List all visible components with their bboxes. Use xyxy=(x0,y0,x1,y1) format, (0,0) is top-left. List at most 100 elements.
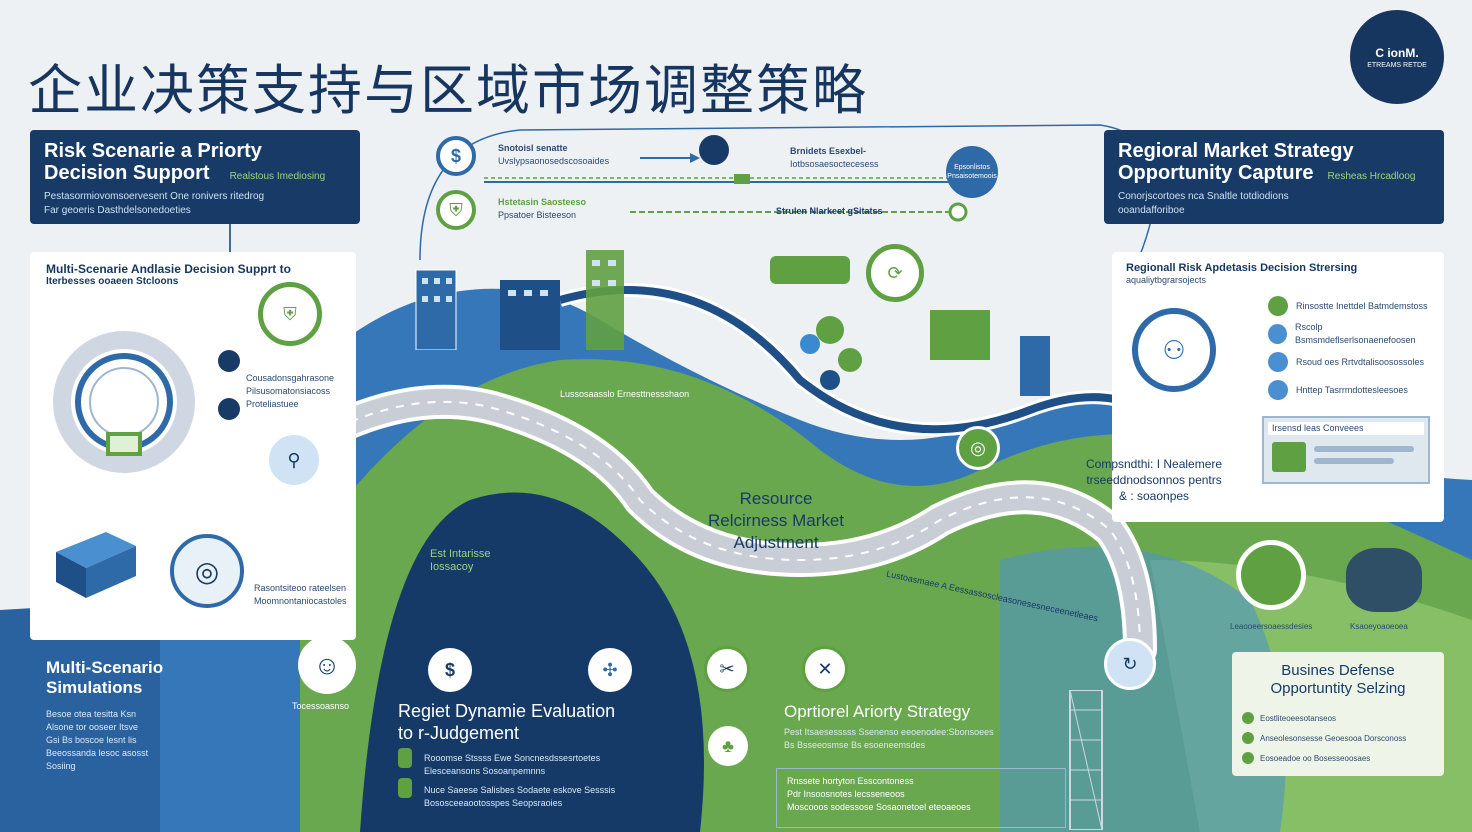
scissors-icon[interactable]: ✂ xyxy=(704,646,750,692)
left-card-note-3: Proteliastuee xyxy=(246,399,299,409)
left-card-note-1: Cousadonsgahrasone xyxy=(246,373,335,383)
pill-note: Leaooeersoaessdesies xyxy=(1230,622,1313,631)
dot-node-1 xyxy=(218,350,240,372)
green-bullet-1 xyxy=(398,748,412,768)
bullet-blue-icon xyxy=(1268,380,1288,400)
bullet-blue-icon xyxy=(1268,324,1287,344)
green-pill-icon xyxy=(770,256,850,284)
defense-title-1: Busines Defense xyxy=(1281,662,1395,679)
regional-box-body-1: Conorjscortoes nca Snaltle totdiodions xyxy=(1118,191,1289,202)
compound-label-3: & : soaonpes xyxy=(1119,489,1190,503)
dynamic-eval-section: Regiet Dynamie Evaluation to r-Judgement… xyxy=(398,700,698,810)
regional-box-subtitle: Resheas Hrcadloog xyxy=(1327,171,1416,182)
logo-subtext: ETREAMS RETDE xyxy=(1367,61,1427,69)
simulations-body-3: Gsi Bs boscoe lesnt lis xyxy=(46,735,137,745)
flow-label-1b: Uvslypsaonosedscosoaides xyxy=(498,156,610,166)
plant-icon: ♣ xyxy=(708,726,748,766)
flow-label-2a: Brnidets Esexbel- xyxy=(790,146,867,156)
tool-icon[interactable]: ✕ xyxy=(802,646,848,692)
dynamic-eval-line-1: Rooomse Stssss Ewe Soncnesdssesrtoetes xyxy=(424,753,601,763)
left-card-title-1: Multi-Scenarie Andlasie Decision Supprt … xyxy=(46,262,291,276)
world-globe-icon: ◎ xyxy=(170,534,244,608)
risk-scenario-box: Risk Scenarie a Priorty Decision Support… xyxy=(30,130,360,224)
priority-strategy-title: Oprtiorel Ariorty Strategy xyxy=(784,702,971,721)
right-card-title-1: Regionall Risk Apdetasis Decision Strers… xyxy=(1126,262,1358,274)
priority-subpanel: Rnssete hortyton Esscontoness Pdr Insoos… xyxy=(776,768,1066,828)
defense-item-2: Anseolesonsesse Geoesooa Dorsconoss xyxy=(1260,733,1407,743)
list-bullet-icon xyxy=(1242,732,1254,744)
logo-text: C ionM. xyxy=(1375,45,1419,60)
priority-line-1: Pest Itsaesesssss Ssenenso eeoenodee:Sbo… xyxy=(784,727,994,737)
search-node-icon[interactable]: ⚲ xyxy=(266,432,322,488)
target-node-icon[interactable]: ◎ xyxy=(956,426,1000,470)
business-defense-card: Busines Defense Opportuntity Selzing Eos… xyxy=(1232,652,1444,776)
flow-label-4: Strulen Nlarkeet gSitatss xyxy=(776,206,883,216)
flow-label-2b: Iotbsosaesoctecesess xyxy=(790,159,879,169)
regional-box-title-1: Regioral Market Strategy xyxy=(1118,140,1354,162)
screen-panel-label: Irsensd leas Conveees xyxy=(1268,422,1424,435)
resource-label-3: Adjustment xyxy=(733,533,819,552)
compound-label-1: Compsndthi: I Nealemere xyxy=(1086,457,1223,471)
cost-label-2: Iossacoy xyxy=(430,561,474,573)
simulations-title-2: Simulations xyxy=(46,678,143,697)
priority-strategy-section: Oprtiorel Ariorty Strategy Pest Itsaeses… xyxy=(784,702,1074,752)
pie-chart-icon xyxy=(1236,540,1306,610)
risk-box-title-2: Decision Support xyxy=(44,162,210,184)
regional-box-title-2: Opportunity Capture xyxy=(1118,162,1314,184)
avatar-note: Tocessoasnso xyxy=(292,701,350,711)
right-card-title-2: aqualiytbgrarsojects xyxy=(1126,275,1207,285)
right-card-item-2: Rscolp Bsmsmdeflserlsonaenefoosen xyxy=(1295,322,1416,345)
green-bullet-2 xyxy=(398,778,412,798)
dollar-icon[interactable]: $ xyxy=(436,136,476,176)
server-stack-icon xyxy=(56,532,136,598)
screen-panel: Irsensd leas Conveees xyxy=(1262,416,1430,484)
team-avatar-icon: ☺ xyxy=(298,636,356,694)
right-card-item-3: Rsoud oes Rrtvdtalisoosossoles xyxy=(1296,356,1425,367)
left-card-bottom-2: Moomnontaniocastoles xyxy=(254,596,347,606)
dynamic-eval-line-3: Nuce Saeese Salisbes Sodaete eskove Sess… xyxy=(424,785,616,795)
dynamic-eval-title-2: to r-Judgement xyxy=(398,723,520,743)
info-bubble: Epsonlistos Pnsaisotemoois xyxy=(946,146,998,198)
shield-badge-icon: ⛨ xyxy=(258,282,322,346)
refresh-icon[interactable]: ⟳ xyxy=(866,244,924,302)
resource-label-1: Resource xyxy=(739,489,813,508)
company-logo: C ionM. ETREAMS RETDE xyxy=(1350,10,1444,104)
flow-label-3a: Hstetasin Saosteeso xyxy=(498,197,587,207)
page-title: 企业决策支持与区域市场调整策略 xyxy=(28,59,868,122)
right-card-item-1: Rinsostte Inettdel Batmdemstoss xyxy=(1296,300,1428,311)
coin-stack-icon xyxy=(1346,548,1422,612)
globe-node-icon[interactable]: ✣ xyxy=(588,648,632,692)
info-bubble-text: Epsonlistos Pnsaisotemoois xyxy=(947,164,997,180)
regional-strategy-box: Regioral Market Strategy Opportunity Cap… xyxy=(1104,130,1444,224)
refresh-node-icon[interactable]: ↻ xyxy=(1104,638,1156,690)
curve-note: Lussosaasslo Ernesttnessshaon xyxy=(560,389,690,399)
priority-line-4: Pdr Insoosnotes lecsseneoos xyxy=(787,789,905,799)
flow-label-1a: Snotoisl senatte xyxy=(498,143,568,153)
list-bullet-icon xyxy=(1242,752,1254,764)
simulations-body-2: Alsone tor ooseer Itsve xyxy=(46,722,139,732)
disk-note: Ksaoeyoaoeoea xyxy=(1350,622,1408,631)
defense-item-3: Eosoeadoe oo Bosesseoosaes xyxy=(1260,753,1371,763)
top-flow-arrows xyxy=(484,135,968,222)
defense-title-2: Opportuntity Selzing xyxy=(1270,680,1406,697)
priority-line-3: Rnssete hortyton Esscontoness xyxy=(787,776,914,786)
currency-icon[interactable]: $ xyxy=(428,648,472,692)
priority-line-2: Bs Bsseeosmse Bs esoeneemsdes xyxy=(784,740,926,750)
cost-label-1: Est Intarisse xyxy=(430,548,491,560)
simulations-title-1: Multi-Scenario xyxy=(46,658,164,677)
left-card-title-2: Iterbesses ooaeen Stcloons xyxy=(46,276,179,287)
dot-node-2 xyxy=(218,398,240,420)
risk-box-body-2: Far geoeris Dasthdelsonedoeties xyxy=(44,205,191,216)
list-bullet-icon xyxy=(1242,712,1254,724)
bullet-blue-icon xyxy=(1268,352,1288,372)
regional-risk-card: Regionall Risk Apdetasis Decision Strers… xyxy=(1112,252,1444,522)
shield-icon[interactable]: ⛨ xyxy=(436,190,476,230)
scenario-ring-diagram xyxy=(53,331,195,473)
bullet-green-icon xyxy=(1268,296,1288,316)
left-card-bottom-1: Rasontsiteoo rateelsen xyxy=(254,583,347,593)
dynamic-eval-title-1: Regiet Dynamie Evaluation xyxy=(398,701,616,721)
priority-line-5: Moscooos sodessose Sosaonetoel eteoaeoes xyxy=(787,802,971,812)
tree-cluster xyxy=(800,310,1050,396)
dynamic-eval-line-4: Bososceeaootosspes Seopsraoies xyxy=(424,798,563,808)
resource-label-2: Relcirness Market xyxy=(708,511,845,530)
